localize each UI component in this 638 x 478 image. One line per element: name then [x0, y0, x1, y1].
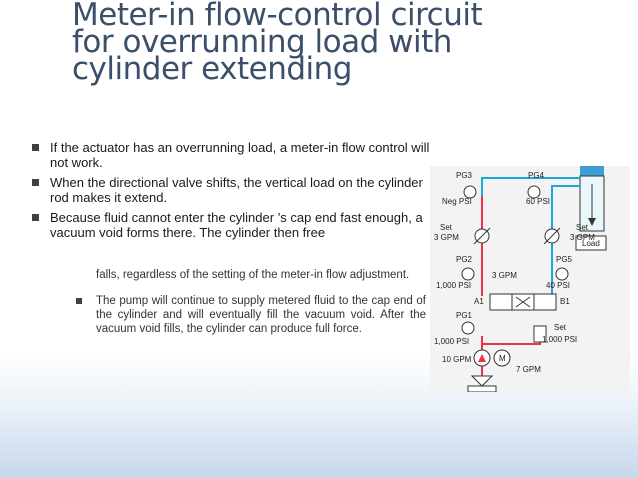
pump-flow-label: 10 GPM [442, 355, 472, 364]
a1-label: A1 [474, 297, 484, 306]
motor-icon [493, 349, 511, 367]
set-left-label: Set [440, 223, 453, 232]
relief-valve-icon [533, 325, 547, 343]
motor-m-label: M [499, 354, 506, 363]
gauge-pg3-icon [463, 185, 477, 199]
filter-icon [470, 375, 494, 387]
set-relief-value: 1,000 PSI [542, 335, 577, 344]
bullet-item: Because fluid cannot enter the cylinder … [30, 210, 440, 240]
bullet-text: If the actuator has an overrunning load,… [50, 140, 430, 170]
sub-bullet-square-icon [76, 298, 82, 304]
load-label: Load [582, 239, 600, 248]
load-box [575, 235, 607, 251]
sub-bullet-text: The pump will continue to supply metered… [96, 295, 426, 335]
set-right-label: Set [576, 223, 589, 232]
bullet-list: If the actuator has an overrunning load,… [30, 140, 440, 245]
set-right-value: 3 GPM [570, 233, 595, 242]
hydraulic-circuit-diagram: Load PG3 Neg PSI PG4 60 PSI Set 3 GPM Se… [430, 166, 630, 392]
flow-control-right-arrow [543, 227, 561, 245]
bullet-text: When the directional valve shifts, the v… [50, 175, 423, 205]
title-line-2: for overrunning load with [72, 24, 452, 60]
valve-section-3 [533, 293, 557, 311]
gpm-mid-label: 3 GPM [492, 271, 517, 280]
bullet-text: Because fluid cannot enter the cylinder … [50, 210, 423, 240]
pg5-label: PG5 [556, 255, 573, 264]
rod-line [551, 185, 580, 196]
slide-title: Meter-in flow-control circuit for overru… [72, 0, 572, 87]
tank-flow-label: 7 GPM [516, 365, 541, 374]
gauge-pg5-icon [555, 267, 569, 281]
indented-block: falls, regardless of the setting of the … [76, 268, 426, 336]
bullet-item: When the directional valve shifts, the v… [30, 175, 440, 205]
set-relief-label: Set [554, 323, 567, 332]
pg2-value: 1,000 PSI [436, 281, 471, 290]
flow-control-left-arrow [473, 227, 491, 245]
pg2-label: PG2 [456, 255, 473, 264]
valve-section-1 [489, 293, 513, 311]
pg1-value: 1,000 PSI [434, 337, 469, 346]
continuation-text: falls, regardless of the setting of the … [96, 269, 410, 281]
b1-label: B1 [560, 297, 570, 306]
pg5-value: 40 PSI [546, 281, 570, 290]
pg3-value: Neg PSI [442, 197, 472, 206]
title-line-3: cylinder extending [72, 51, 352, 87]
gauge-pg4-icon [527, 185, 541, 199]
pg3-label: PG3 [456, 171, 473, 180]
bullet-square-icon [32, 214, 39, 221]
pg4-label: PG4 [528, 171, 545, 180]
gauge-pg1-icon [461, 321, 475, 335]
pg4-value: 60 PSI [526, 197, 550, 206]
pump-arrow-icon [478, 354, 486, 362]
bullet-square-icon [32, 179, 39, 186]
tank-icon [467, 385, 497, 392]
sub-bullet-item: The pump will continue to supply metered… [76, 294, 426, 336]
gauge-pg2-icon [461, 267, 475, 281]
set-left-value: 3 GPM [434, 233, 459, 242]
cylinder-cap-pressure [580, 166, 604, 176]
cap-line [481, 177, 580, 196]
bullet-square-icon [32, 144, 39, 151]
pg1-label: PG1 [456, 311, 473, 320]
bullet-item: If the actuator has an overrunning load,… [30, 140, 440, 170]
title-line-1: Meter-in flow-control circuit [72, 0, 483, 33]
arrow-down-icon [588, 218, 596, 226]
valve-flow-arrow [515, 296, 531, 308]
